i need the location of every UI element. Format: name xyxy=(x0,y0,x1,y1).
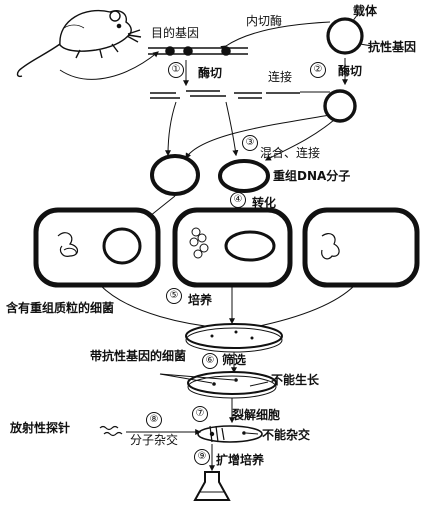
step-1: ① xyxy=(168,62,184,78)
no-growth-pointer xyxy=(249,381,269,387)
resistant-pointer xyxy=(159,373,213,384)
bacterium-1 xyxy=(33,207,161,288)
step-7: ⑦ xyxy=(192,406,208,422)
screening-dish xyxy=(187,371,277,399)
cut-label-2: 酶切 xyxy=(338,64,363,78)
culture-flask xyxy=(193,471,231,501)
screening-label: 筛选 xyxy=(222,353,247,367)
recombinant-dna-label: 重组DNA分子 xyxy=(273,169,351,183)
amplify-label: 扩增培养 xyxy=(216,453,265,467)
step-2: ② xyxy=(310,62,326,78)
resistant-pointer-2 xyxy=(159,373,235,381)
plasmid-to-mid-arrow xyxy=(264,119,335,161)
enzyme-label: 内切酶 xyxy=(246,14,283,28)
opened-plasmid xyxy=(323,89,357,123)
cannot-grow-label: 不能生长 xyxy=(271,373,320,387)
culture-dish xyxy=(185,323,283,353)
mouse-to-dna-arrow xyxy=(59,51,159,80)
mouse-illustration xyxy=(16,10,142,78)
step-9: ⑨ xyxy=(194,449,210,465)
probe-squiggle-2 xyxy=(103,431,123,437)
bacterium-2 xyxy=(172,207,293,288)
bacteria-plasmid-label: 含有重组质粒的细菌 xyxy=(6,301,115,315)
source-dna xyxy=(148,46,248,56)
plasmid-to-left-arrow xyxy=(185,114,331,160)
probe-squiggle-1 xyxy=(99,425,119,431)
step-3: ③ xyxy=(242,135,258,151)
ligation-label: 连接 xyxy=(268,70,293,84)
target-gene-label: 目的基因 xyxy=(151,26,200,40)
lyse-cells-label: 裂解细胞 xyxy=(232,408,281,422)
arrow-to-left-circle xyxy=(165,101,177,157)
plasmid-circle-left xyxy=(150,154,200,196)
step-4: ④ xyxy=(230,192,246,208)
step-5: ⑤ xyxy=(166,288,182,304)
hybridization-membrane xyxy=(197,425,263,443)
cannot-hybridize-label: 不能杂交 xyxy=(262,428,311,442)
dna-fragments xyxy=(150,90,300,99)
cell3-to-dish xyxy=(248,284,356,331)
recombinant-dna-circle xyxy=(218,159,270,193)
resistant-bacteria-label: 带抗性基因的细菌 xyxy=(90,349,187,363)
no-hybrid-pointer xyxy=(245,432,259,435)
step-8: ⑧ xyxy=(146,412,162,428)
mix-ligate-label: 混合、连接 xyxy=(260,146,321,160)
transformation-label: 转化 xyxy=(252,196,277,210)
vector-plasmid xyxy=(326,13,373,55)
resistance-gene-label: 抗性基因 xyxy=(368,40,417,54)
culture-label: 培养 xyxy=(188,293,213,307)
enzyme-arrow xyxy=(220,21,331,52)
arrow-to-mid-circle xyxy=(225,101,239,157)
cut-label-1: 酶切 xyxy=(198,66,223,80)
probe-label: 放射性探针 xyxy=(10,421,71,435)
bacterium-3 xyxy=(302,207,420,288)
step-6: ⑥ xyxy=(202,353,218,369)
hybridization-label: 分子杂交 xyxy=(130,433,179,447)
vector-label: 载体 xyxy=(353,4,378,18)
